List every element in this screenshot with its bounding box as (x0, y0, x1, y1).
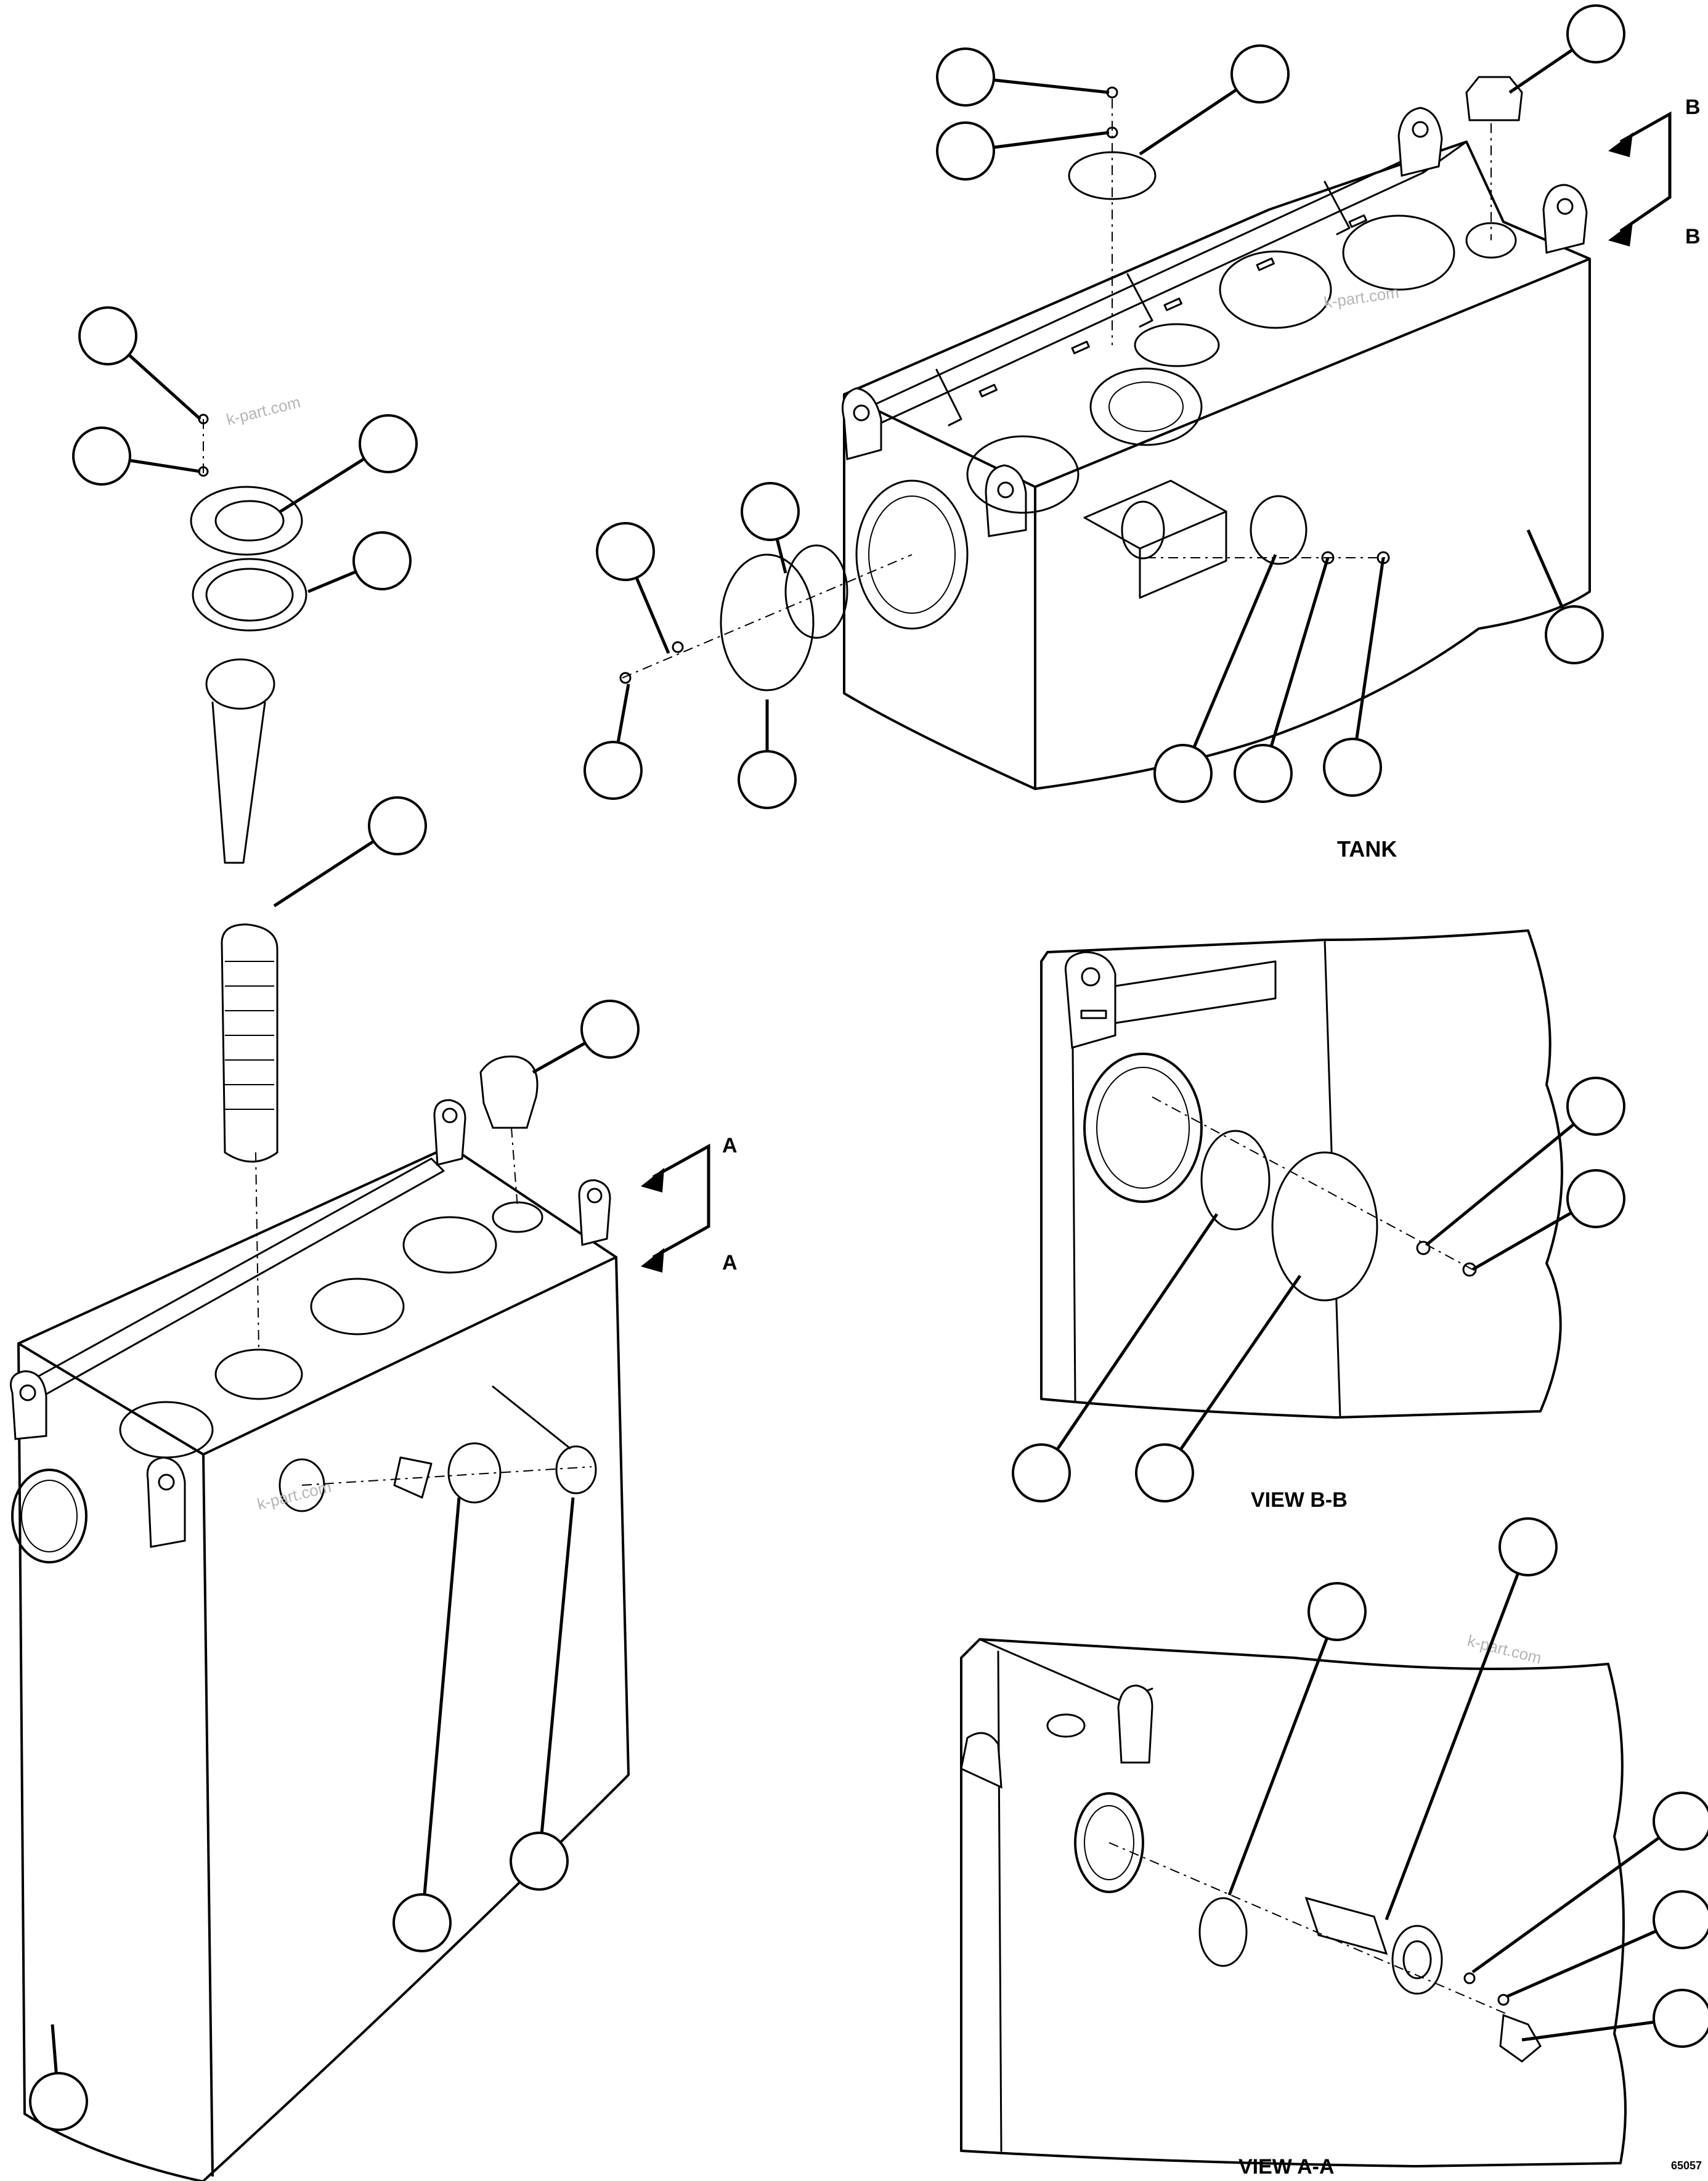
callout-balloon (1323, 738, 1382, 797)
callout-balloon (1566, 1169, 1625, 1228)
drawing-code: 65057 (1671, 2159, 1702, 2172)
callout-balloon (392, 1893, 452, 1952)
callout-leader (616, 683, 630, 743)
callout-leader (540, 1497, 575, 1833)
callout-leader (1269, 557, 1330, 747)
callout-leader (1055, 1213, 1219, 1451)
section-a-top-letter: A (722, 1134, 738, 1157)
callout-leader (51, 2024, 58, 2074)
watermark: k-part.com (1466, 1631, 1543, 1668)
tank-label: TANK (1337, 836, 1397, 862)
watermark: k-part.com (1323, 283, 1401, 312)
callout-leader (1526, 529, 1564, 609)
callout-balloon (1135, 1443, 1194, 1502)
callout-balloon (584, 741, 643, 800)
callout-leader (1227, 1637, 1328, 1896)
callout-balloon (352, 531, 412, 590)
callout-balloon (1230, 44, 1290, 104)
callout-balloon (1012, 1443, 1071, 1502)
callout-leader (1385, 1573, 1519, 1920)
callout-leader (1355, 557, 1385, 740)
callout-balloon (1653, 1989, 1708, 2048)
callout-leader (128, 353, 201, 420)
section-a-bottom-letter: A (722, 1251, 738, 1274)
callout-balloon (596, 522, 655, 581)
callout-leader (1471, 1211, 1572, 1271)
callout-balloon (1566, 1077, 1625, 1136)
callout-leader (1425, 1123, 1575, 1246)
callout-leader (635, 577, 670, 654)
watermark: k-part.com (224, 393, 302, 429)
callout-leader (775, 539, 787, 574)
callout-leader (279, 457, 365, 513)
callout-balloon (1653, 1792, 1708, 1851)
callout-balloon (1234, 744, 1293, 803)
callout-balloon (359, 414, 418, 473)
callout-leader (1508, 48, 1574, 94)
callout-leader (1139, 88, 1238, 156)
callout-balloon (936, 121, 995, 181)
callout-leader (993, 131, 1110, 149)
rail-slots (978, 214, 1367, 397)
callout-leader (1192, 554, 1277, 748)
callout-leader (1471, 1836, 1661, 1974)
callout-leader (1179, 1274, 1302, 1451)
callout-leader (532, 1042, 587, 1074)
callout-balloon (1153, 744, 1213, 803)
left-assembly (10, 414, 630, 2181)
callout-group (29, 4, 1708, 2131)
callout-balloon (741, 482, 800, 541)
callout-leader (129, 459, 201, 473)
callout-balloon (29, 2072, 88, 2131)
section-b-bottom-letter: B (1685, 225, 1701, 248)
view-aa (960, 1638, 1627, 2167)
section-arrows (641, 111, 1672, 1273)
callout-balloon (738, 750, 797, 809)
callout-leader (1521, 2020, 1654, 2042)
callout-balloon (1307, 1582, 1367, 1641)
view-aa-label: VIEW A-A (1238, 2155, 1335, 2179)
tank-view (619, 76, 1591, 790)
callout-balloon (1545, 605, 1604, 664)
callout-balloon (580, 1000, 640, 1059)
callout-leader (993, 78, 1110, 94)
callout-balloon (510, 1832, 569, 1891)
callout-balloon (936, 47, 995, 107)
callout-leader (307, 570, 357, 593)
view-bb (1040, 929, 1563, 1419)
callout-balloon (368, 796, 427, 855)
callout-balloon (1566, 4, 1625, 63)
callout-leader (423, 1497, 461, 1895)
callout-balloon (72, 426, 131, 486)
view-bb-label: VIEW B-B (1251, 1488, 1348, 1512)
callout-leader (1505, 1930, 1657, 1999)
section-b-top-letter: B (1685, 96, 1701, 119)
callout-leader (273, 839, 375, 908)
callout-balloon (78, 306, 137, 365)
callout-balloon (1653, 1890, 1708, 1949)
callout-balloon (1499, 1517, 1558, 1576)
